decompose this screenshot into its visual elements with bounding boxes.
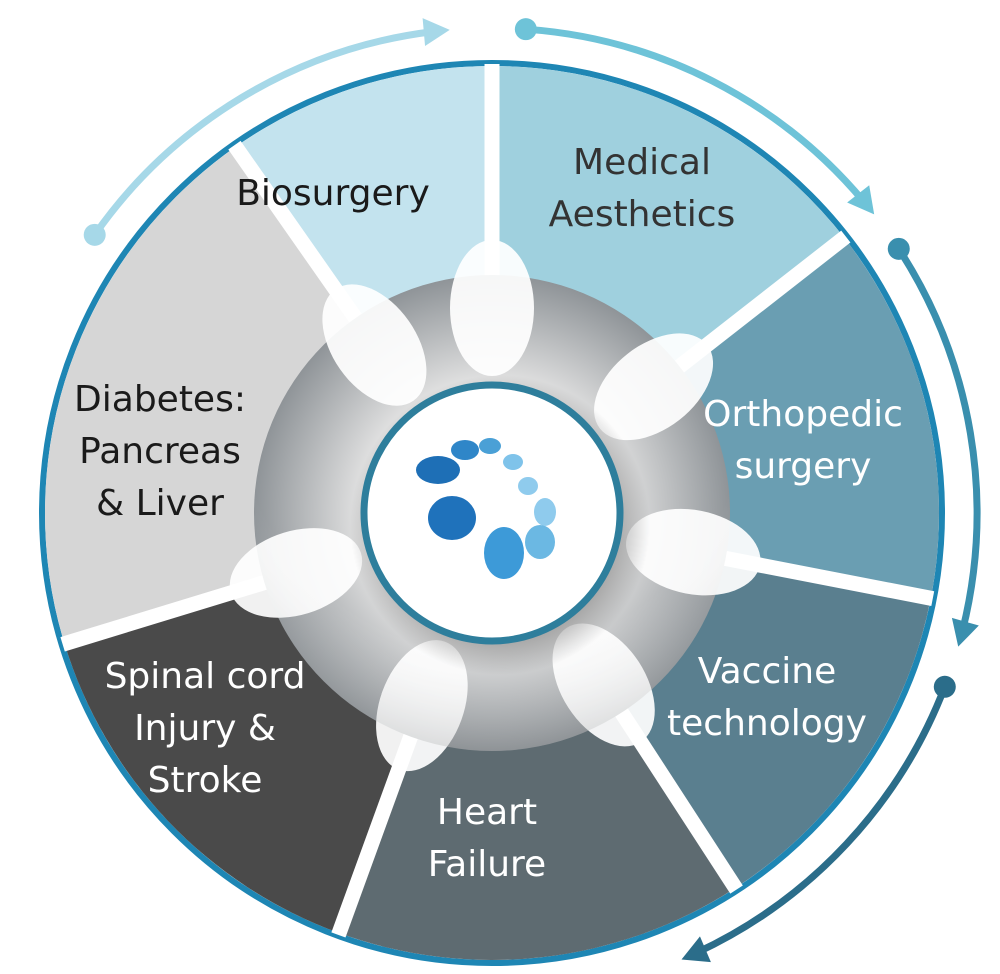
label-vaccine-technology-line-2: technology [667,703,867,744]
cycle-arrows [83,18,981,963]
cycle-arrow-start-dot [83,223,106,246]
label-diabetes-line-1: Diabetes: [74,379,246,420]
label-spinal-cord-line-2: Injury & [134,708,276,749]
logo-dot [518,477,538,495]
cycle-arrow-4 [693,683,949,957]
label-biosurgery-line-1: Biosurgery [236,173,430,214]
logo-dot [416,456,460,484]
label-heart-failure-line-2: Failure [428,844,546,885]
logo-dot [525,525,555,559]
logo-dot [428,496,476,540]
cycle-arrowhead [951,617,979,647]
cycle-arrowhead [422,18,450,47]
label-diabetes-line-3: & Liver [96,483,224,524]
label-diabetes-line-2: Pancreas [79,431,241,472]
cycle-arrowhead [847,185,875,215]
label-spinal-cord-line-3: Stroke [148,760,263,801]
label-spinal-cord-line-1: Spinal cord [105,656,306,697]
label-heart-failure-line-1: Heart [437,792,537,833]
logo-dot [484,527,524,579]
cycle-arrow-start-dot [887,237,910,260]
label-orthopedic-surgery-line-2: surgery [735,446,872,487]
cycle-arrow-1 [91,28,437,239]
label-vaccine-technology-line-1: Vaccine [698,651,836,692]
logo-dot [534,498,556,526]
cycle-arrow-2 [522,25,868,205]
label-orthopedic-surgery-line-1: Orthopedic [703,394,903,435]
dotted-spiral-logo-icon [416,438,556,579]
logo-dot [451,440,479,460]
label-medical-aesthetics-line-2: Aesthetics [549,194,736,235]
cycle-arrow-3 [895,245,981,634]
label-medical-aesthetics-line-1: Medical [573,142,711,183]
logo-dot [479,438,501,454]
cycle-arrow-start-dot [514,18,537,41]
logo-dot [503,454,523,470]
cycle-arrow-start-dot [933,675,956,698]
cycle-arrowhead [681,936,711,963]
center-disc [360,381,624,645]
